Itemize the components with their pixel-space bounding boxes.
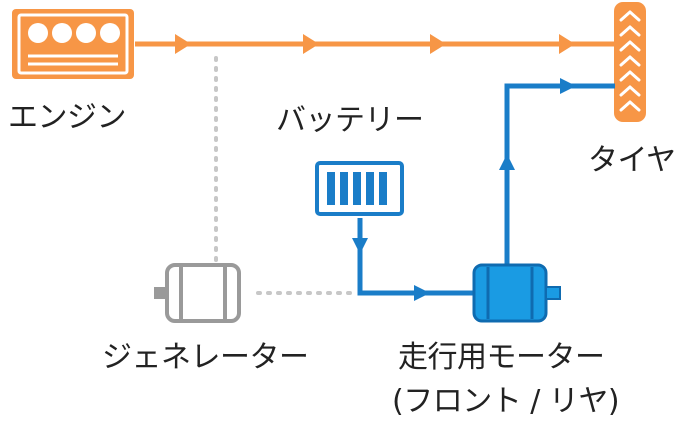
flow-arrow bbox=[560, 78, 576, 94]
tire-label: タイヤ bbox=[588, 143, 676, 178]
flow-arrow bbox=[430, 34, 446, 54]
engine-icon bbox=[12, 9, 134, 79]
motor-sublabel: (フロント / リヤ) bbox=[392, 384, 620, 419]
generator-links bbox=[214, 56, 352, 295]
flow-arrow bbox=[414, 285, 430, 301]
flow-arrow bbox=[499, 154, 515, 170]
generator-icon bbox=[154, 263, 241, 323]
flow-arrow bbox=[559, 34, 575, 54]
engine-path bbox=[135, 34, 615, 54]
battery-icon bbox=[315, 161, 404, 216]
flow-arrow bbox=[175, 34, 191, 54]
flow-arrow bbox=[352, 238, 368, 254]
motor-label: 走行用モーター bbox=[398, 340, 605, 375]
flow-arrow bbox=[303, 34, 319, 54]
motor-icon bbox=[472, 263, 561, 323]
tire-icon bbox=[614, 2, 646, 122]
engine-label: エンジン bbox=[8, 100, 127, 135]
electric-path bbox=[352, 78, 615, 301]
battery-label: バッテリー bbox=[276, 103, 424, 138]
generator-label: ジェネレーター bbox=[102, 340, 309, 375]
